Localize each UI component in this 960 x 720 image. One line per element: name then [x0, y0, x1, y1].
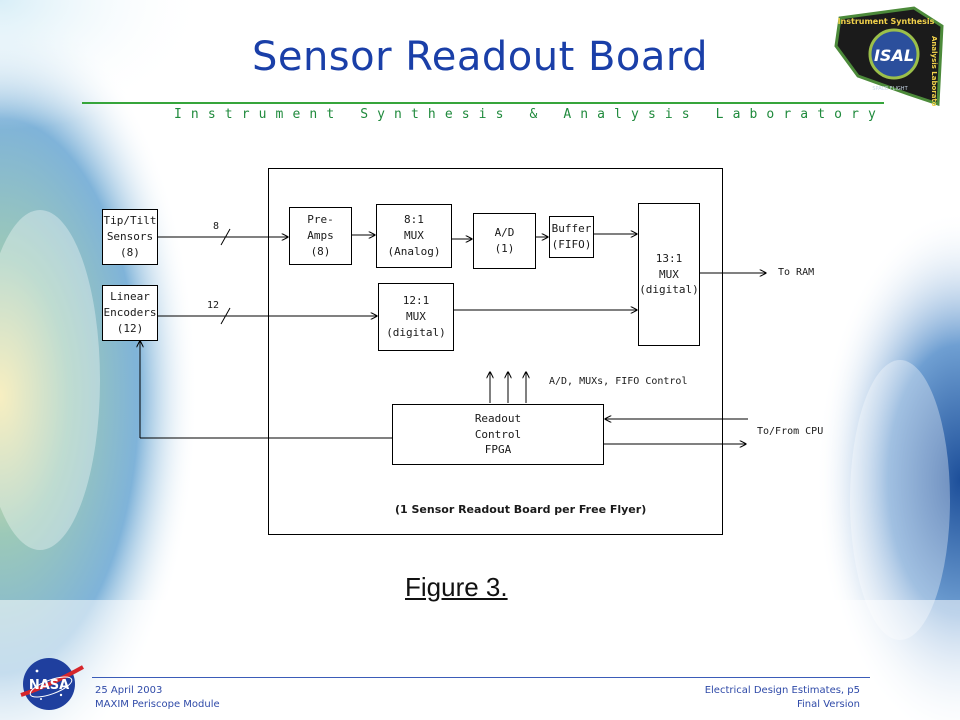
- to-ram-label: To RAM: [778, 267, 815, 278]
- svg-text:Analysis Laboratory: Analysis Laboratory: [930, 36, 938, 106]
- control-signals-label: A/D, MUXs, FIFO Control: [549, 376, 688, 387]
- footer-left: 25 April 2003 MAXIM Periscope Module: [95, 684, 220, 712]
- svg-text:SPACE FLIGHT: SPACE FLIGHT: [872, 86, 908, 92]
- fifo-buffer-box: Buffer (FIFO): [549, 216, 594, 258]
- cpu-interface-label: To/From CPU: [757, 426, 824, 437]
- preamps-box: Pre- Amps (8): [289, 207, 352, 265]
- digital-mux12-box: 12:1 MUX (digital): [378, 283, 454, 351]
- title-divider: [82, 102, 884, 104]
- footer-module: MAXIM Periscope Module: [95, 699, 220, 710]
- tiptilt-sensors-box: Tip/Tilt Sensors (8): [102, 209, 158, 265]
- footer-date: 25 April 2003: [95, 685, 163, 696]
- bus-width-8-label: 8: [213, 221, 220, 232]
- ad-converter-box: A/D (1): [473, 213, 536, 269]
- diagram-caption: (1 Sensor Readout Board per Free Flyer): [395, 503, 647, 516]
- slide-subtitle: Instrument Synthesis & Analysis Laborato…: [174, 107, 885, 122]
- slide-title: Sensor Readout Board: [251, 34, 709, 80]
- figure-label: Figure 3.: [405, 572, 508, 602]
- bus-width-12-label: 12: [207, 300, 220, 311]
- svg-text:ISAL: ISAL: [874, 46, 914, 65]
- footer-right: Electrical Design Estimates, p5 Final Ve…: [705, 684, 860, 712]
- footer-doc-title: Electrical Design Estimates, p5: [704, 685, 860, 696]
- digital-mux13-box: 13:1 MUX (digital): [638, 203, 700, 346]
- nasa-logo: NASA: [20, 658, 84, 710]
- svg-text:Instrument Synthesis: Instrument Synthesis: [838, 17, 935, 26]
- readout-control-fpga-box: Readout Control FPGA: [392, 404, 604, 465]
- svg-text:NASA: NASA: [29, 678, 69, 693]
- footer-divider: [92, 677, 870, 678]
- analog-mux-box: 8:1 MUX (Analog): [376, 204, 452, 268]
- isal-badge-logo: ISAL Instrument Synthesis Analysis Labor…: [834, 6, 944, 106]
- footer-version: Final Version: [797, 699, 860, 710]
- linear-encoders-box: Linear Encoders (12): [102, 285, 158, 341]
